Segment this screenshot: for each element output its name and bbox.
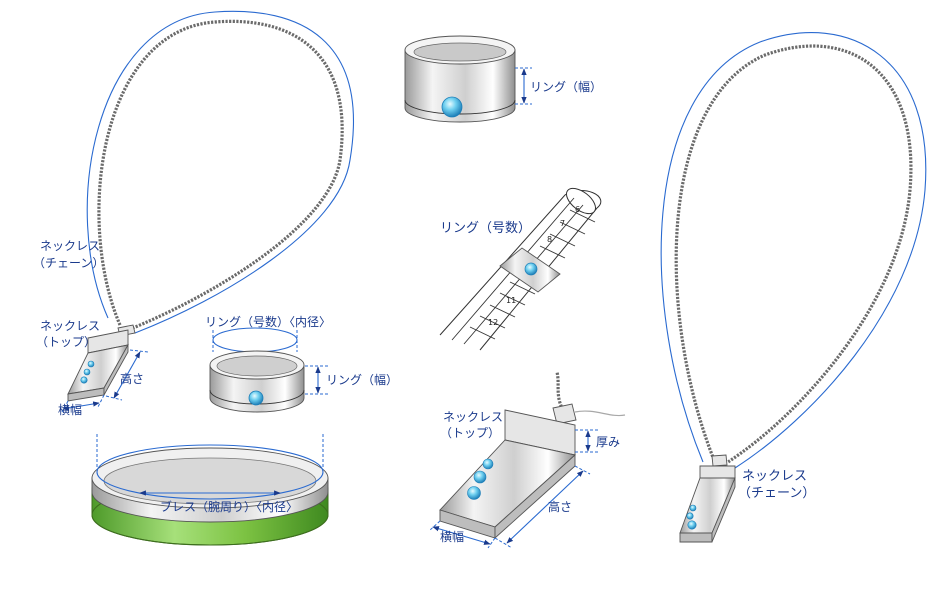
right-pendant	[679, 454, 736, 543]
sizer-tick-8: 8	[547, 235, 552, 244]
ring-sizer	[439, 187, 602, 351]
label-necklace-top-left-1: ネックレス	[40, 319, 100, 333]
label-width-left: 横幅	[58, 402, 82, 417]
label-necklace-top-center-1: ネックレス	[443, 410, 503, 424]
sizer-tick-11: 11	[506, 296, 516, 305]
top-ring	[404, 35, 532, 123]
label-necklace-chain-left-1: ネックレス	[40, 239, 100, 253]
label-ring-width-small: リング（幅）	[326, 372, 398, 387]
label-ring-size-diameter: リング（号数）〈内径〉	[205, 314, 331, 329]
sizer-tick-7: 7	[560, 219, 565, 228]
left-chain	[97, 19, 344, 332]
label-necklace-chain-right-1: ネックレス	[742, 469, 807, 484]
label-thickness: 厚み	[596, 435, 620, 449]
label-height-center: 高さ	[548, 499, 572, 514]
small-ring	[209, 327, 330, 413]
left-chain-measure-line	[86, 10, 354, 334]
center-pendant	[429, 371, 626, 549]
label-width-center: 横幅	[440, 529, 464, 544]
label-necklace-chain-right-2: （チェーン）	[738, 486, 815, 501]
label-necklace-top-left-2: （トップ）	[36, 335, 96, 349]
label-bracelet: ブレス（腕周り）〈内径〉	[160, 499, 298, 514]
label-height-left: 高さ	[120, 371, 144, 386]
sizer-tick-6: 6	[575, 205, 580, 214]
label-ring-size: リング（号数）	[440, 221, 531, 236]
sizer-tick-12: 12	[488, 318, 498, 327]
right-chain	[674, 44, 913, 464]
label-ring-width-top: リング（幅）	[530, 79, 602, 94]
bracelet	[91, 434, 329, 546]
left-necklace	[61, 10, 354, 413]
right-chain-measure-line	[660, 32, 927, 469]
label-necklace-chain-left-2: （チェーン）	[33, 256, 104, 270]
right-necklace	[660, 32, 927, 543]
label-necklace-top-center-2: （トップ）	[440, 426, 500, 440]
